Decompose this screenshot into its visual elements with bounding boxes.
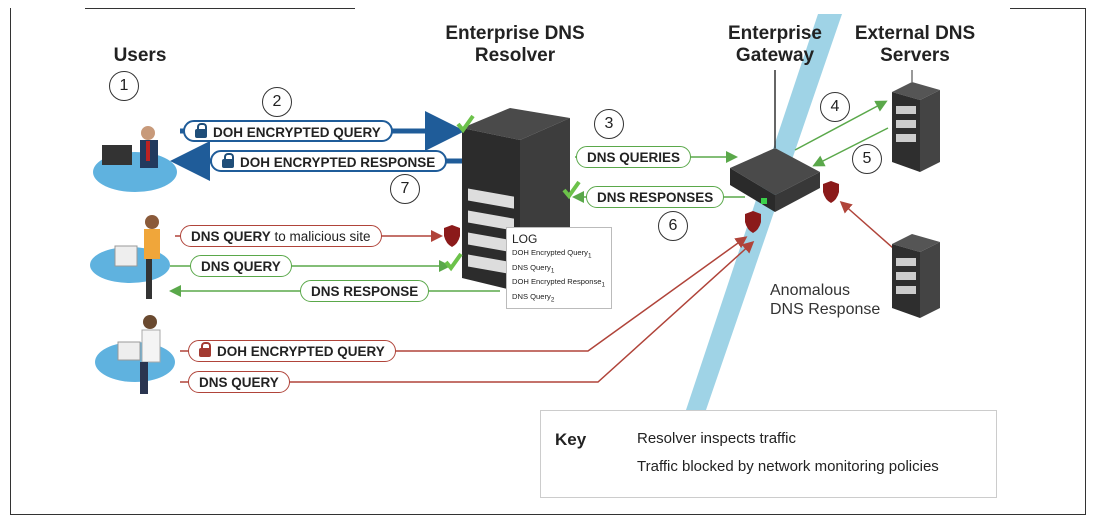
external-server-bottom-icon — [892, 234, 940, 318]
log-entry: DOH Encrypted Response1 — [512, 277, 606, 289]
dns-query-pill: DNS QUERY — [190, 255, 292, 277]
doh-response-pill: DOH ENCRYPTED RESPONSE — [210, 150, 448, 172]
key-inspect-text: Resolver inspects traffic — [637, 430, 796, 447]
log-title: LOG — [512, 232, 538, 246]
anomalous-line2: DNS Response — [770, 301, 881, 318]
step-4: 4 — [820, 92, 850, 122]
frame-bottom — [10, 514, 1085, 515]
shield-icon — [444, 225, 460, 247]
user-1-icon — [93, 126, 177, 192]
malicious-query-label-bold: DNS QUERY — [191, 229, 271, 244]
log-entry: DNS Query1 — [512, 262, 555, 275]
gateway-title: Enterprise Gateway — [715, 23, 835, 67]
doh-blocked-pill: DOH ENCRYPTED QUERY — [188, 340, 396, 362]
dns-blocked-arrow — [180, 240, 755, 383]
firewall-stripe — [686, 14, 842, 410]
checkmark-icon — [562, 180, 581, 200]
key-box — [540, 410, 997, 498]
shield-icon — [823, 181, 839, 203]
lock-icon — [222, 153, 234, 168]
frame-right — [1085, 8, 1086, 515]
frame-top-left — [85, 8, 355, 9]
anomalous-response-arrow — [839, 201, 894, 249]
step-5: 5 — [852, 144, 882, 174]
doh-query-pill: DOH ENCRYPTED QUERY — [183, 120, 393, 142]
gateway-title-line1: Enterprise — [728, 23, 822, 44]
key-label: Key — [555, 430, 587, 449]
frame-top-right — [1010, 8, 1085, 9]
resolver-log: LOG DOH Encrypted Query1 DNS Query1 DOH … — [506, 227, 612, 309]
log-entry: DNS Query2 — [512, 291, 555, 304]
doh-query-label: DOH ENCRYPTED QUERY — [213, 125, 381, 140]
step-6: 6 — [658, 211, 688, 241]
malicious-query-pill: DNS QUERY to malicious site — [180, 225, 382, 247]
dns-response-pill: DNS RESPONSE — [300, 280, 430, 302]
doh-response-label: DOH ENCRYPTED RESPONSE — [240, 155, 436, 170]
lock-icon — [199, 342, 211, 357]
external-title: External DNS Servers — [840, 23, 990, 67]
dns-queries-pill: DNS QUERIES — [576, 146, 692, 168]
external-title-line2: Servers — [880, 45, 950, 66]
resolver-title-line2: Resolver — [474, 45, 556, 66]
log-entry: DOH Encrypted Query1 — [512, 248, 592, 260]
checkmark-icon — [444, 252, 463, 272]
gateway-title-line2: Gateway — [735, 45, 815, 66]
anomalous-label: Anomalous DNS Response — [770, 281, 880, 319]
dns-responses-pill: DNS RESPONSES — [586, 186, 725, 208]
key-blocked-text: Traffic blocked by network monitoring po… — [637, 458, 939, 475]
external-server-top-icon — [892, 70, 940, 172]
shield-icon — [745, 211, 761, 233]
doh-blocked-label: DOH ENCRYPTED QUERY — [217, 344, 385, 359]
step-2: 2 — [262, 87, 292, 117]
step-1: 1 — [109, 71, 139, 101]
checkmark-icon — [456, 114, 475, 134]
external-title-line1: External DNS — [854, 23, 976, 44]
step-3: 3 — [594, 109, 624, 139]
lock-icon — [195, 123, 207, 138]
dns-blocked-pill: DNS QUERY — [188, 371, 290, 393]
resolver-title-line1: Enterprise DNS — [445, 23, 585, 44]
gateway-device-icon — [730, 70, 820, 212]
users-title: Users — [113, 45, 167, 66]
frame-left — [10, 8, 11, 515]
resolver-title: Enterprise DNS Resolver — [420, 23, 610, 67]
external-to-gateway-arrow — [812, 127, 889, 167]
user-2-icon — [90, 215, 170, 299]
anomalous-line1: Anomalous — [770, 282, 851, 299]
user-3-icon — [95, 315, 175, 394]
gateway-to-external-arrow — [794, 100, 888, 151]
step-7: 7 — [390, 174, 420, 204]
malicious-query-label-rest: to malicious site — [270, 229, 371, 244]
